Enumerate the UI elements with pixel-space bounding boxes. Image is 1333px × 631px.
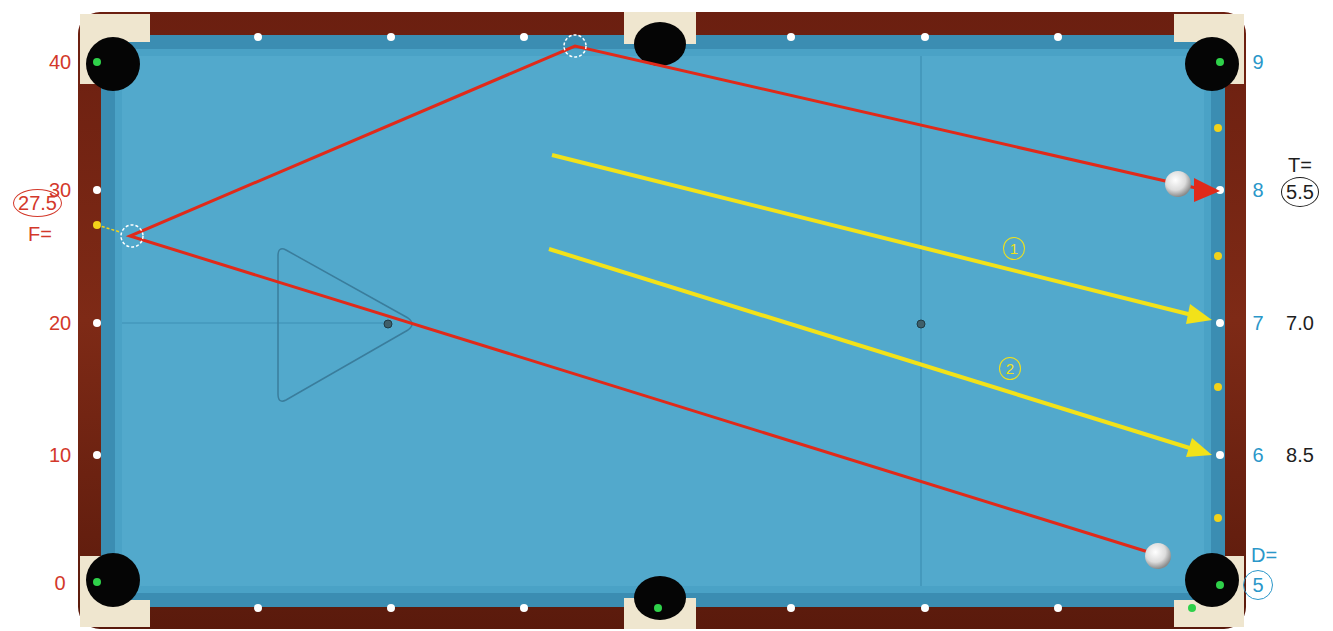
circled-text: 27.5 (18, 193, 57, 213)
rail-number: 10 (49, 445, 71, 465)
circled-value: 1 (1003, 237, 1025, 260)
rail-number: 9 (1252, 52, 1263, 72)
rail-number: 6 (1252, 445, 1263, 465)
rail-number: T= (1288, 155, 1312, 175)
rail-number: 8.5 (1286, 445, 1314, 465)
circled-value: 27.5 (13, 189, 62, 217)
rail-number: 7.0 (1286, 313, 1314, 333)
circled-text: 1 (1010, 241, 1018, 256)
circled-text: 2 (1006, 361, 1014, 376)
circled-value: 5.5 (1281, 177, 1319, 207)
circled-text: 5 (1252, 575, 1263, 595)
circled-value: 2 (999, 357, 1021, 380)
circled-value: 5 (1243, 570, 1273, 600)
rail-number: 7 (1252, 313, 1263, 333)
rail-number: 8 (1252, 180, 1263, 200)
circled-text: 5.5 (1286, 182, 1314, 202)
rail-number: F= (28, 224, 52, 244)
rail-number: D= (1251, 545, 1277, 565)
rail-number: 0 (54, 573, 65, 593)
rail-number: 20 (49, 313, 71, 333)
rail-number: 40 (49, 52, 71, 72)
